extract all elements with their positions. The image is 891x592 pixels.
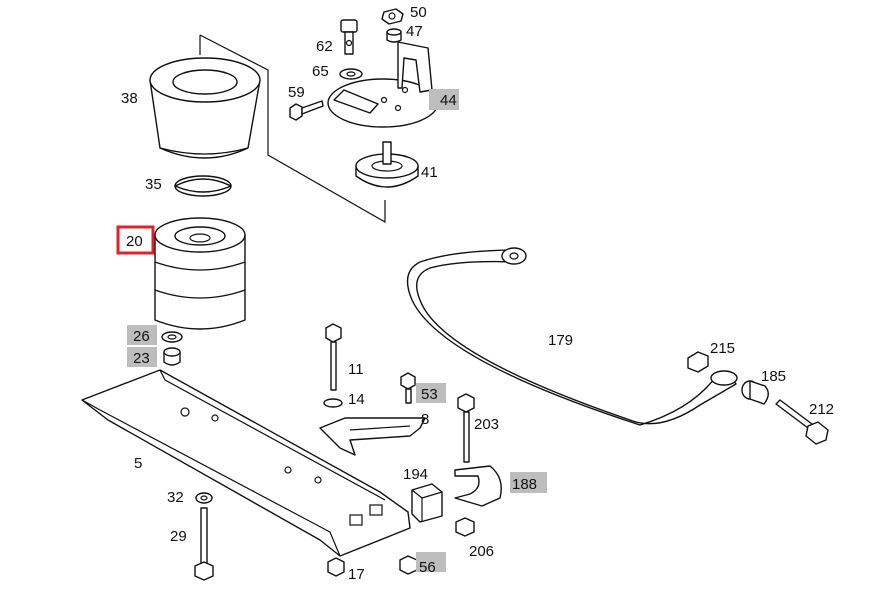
part-38-rubber-buffer[interactable] [149, 57, 261, 159]
part-50-nut[interactable] [381, 8, 404, 25]
part-26-washer[interactable] [161, 331, 183, 343]
label-53-highlight [416, 383, 446, 403]
part-29-bolt[interactable] [194, 507, 214, 581]
label-194[interactable]: 194 [403, 466, 428, 483]
label-215[interactable]: 215 [710, 340, 735, 357]
part-203-bolt[interactable] [457, 393, 475, 463]
part-215-nut[interactable] [687, 351, 709, 373]
label-188[interactable]: 188 [512, 476, 537, 493]
part-35-cap[interactable] [174, 175, 232, 197]
label-179[interactable]: 179 [548, 332, 573, 349]
label-14[interactable]: 14 [348, 391, 365, 408]
part-59-bolt[interactable] [289, 100, 324, 121]
label-32[interactable]: 32 [167, 489, 184, 506]
label-26[interactable]: 26 [133, 328, 150, 345]
part-206-nut[interactable] [455, 517, 475, 537]
label-41[interactable]: 41 [421, 164, 438, 181]
label-56[interactable]: 56 [419, 559, 436, 576]
label-38[interactable]: 38 [121, 90, 138, 107]
label-23[interactable]: 23 [133, 350, 150, 367]
part-179-stabilizer-bar[interactable] [406, 247, 738, 426]
part-185-bushing[interactable] [741, 380, 769, 405]
part-32-washer[interactable] [195, 492, 213, 504]
label-11[interactable]: 11 [348, 361, 364, 378]
label-206[interactable]: 206 [469, 543, 494, 560]
part-14-washer[interactable] [323, 398, 343, 408]
label-35[interactable]: 35 [145, 176, 162, 193]
part-62-bolt[interactable] [340, 19, 358, 55]
part-56-nut[interactable] [399, 555, 418, 575]
callout-labels: 50 47 62 65 59 44 38 41 35 20 26 23 179 … [116, 4, 834, 583]
label-44-highlight [429, 89, 459, 110]
label-26-highlight [127, 325, 157, 345]
label-56-highlight [416, 552, 446, 572]
mount-plate-outline [199, 34, 386, 224]
label-62[interactable]: 62 [316, 38, 333, 55]
part-41-rubber-mount[interactable] [355, 141, 419, 188]
part-5-crossmember[interactable] [81, 369, 411, 557]
label-203[interactable]: 203 [474, 416, 499, 433]
part-65-washer[interactable] [339, 68, 363, 80]
part-8-bracket[interactable] [319, 417, 426, 456]
label-50[interactable]: 50 [410, 4, 427, 21]
part-53-bolt[interactable] [400, 372, 416, 404]
label-29[interactable]: 29 [170, 528, 187, 545]
label-212[interactable]: 212 [809, 401, 834, 418]
part-212-bolt[interactable] [775, 399, 829, 445]
label-8[interactable]: 8 [421, 411, 429, 428]
part-20-spring-bumper[interactable] [154, 217, 246, 330]
label-65[interactable]: 65 [312, 63, 329, 80]
part-194-rubber-block[interactable] [411, 483, 443, 523]
part-17-nut[interactable] [327, 557, 345, 577]
part-188-clamp[interactable] [454, 465, 502, 507]
part-23-nut[interactable] [163, 347, 181, 366]
label-47[interactable]: 47 [406, 23, 423, 40]
label-20[interactable]: 20 [126, 233, 143, 250]
label-188-highlight [510, 472, 547, 493]
part-44-mounting-plate[interactable] [327, 41, 439, 128]
part-47-spacer[interactable] [386, 28, 402, 43]
label-23-highlight [127, 347, 157, 367]
label-59[interactable]: 59 [288, 84, 305, 101]
label-5[interactable]: 5 [134, 455, 142, 472]
label-185[interactable]: 185 [761, 368, 786, 385]
part-11-bolt[interactable] [325, 323, 342, 391]
label-44[interactable]: 44 [440, 92, 457, 109]
label-53[interactable]: 53 [421, 386, 438, 403]
label-20-selection-box [116, 225, 155, 255]
label-17[interactable]: 17 [348, 566, 365, 583]
